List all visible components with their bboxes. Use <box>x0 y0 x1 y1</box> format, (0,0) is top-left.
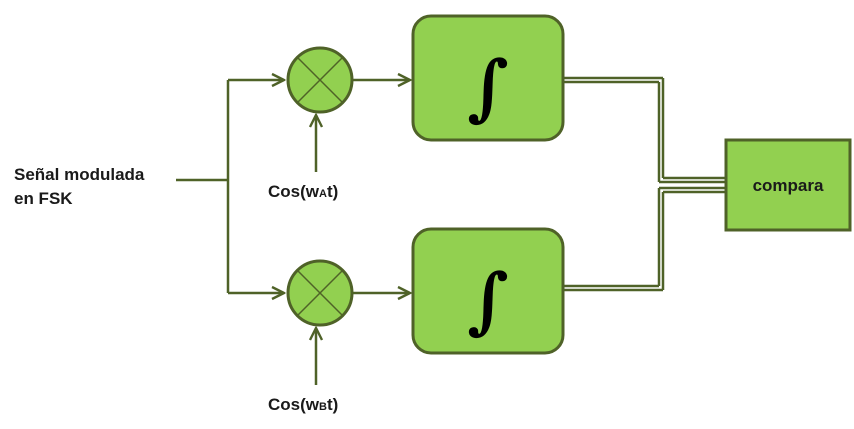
input-label-line2: en FSK <box>14 189 73 208</box>
input-connector <box>176 80 284 293</box>
integral-symbol-bottom: ∫ <box>467 257 509 342</box>
integrator-output-connectors <box>563 76 726 292</box>
integrator-bottom: ∫ <box>411 227 565 355</box>
integrator-top: ∫ <box>411 14 565 142</box>
mixer-to-integrator-connectors <box>353 80 410 293</box>
carrier-top-label: Cos(wAt) <box>268 182 338 201</box>
carrier-bottom-label: Cos(wBt) <box>268 395 338 414</box>
comparator-label: compara <box>753 176 824 195</box>
input-label-line1: Señal modulada <box>14 165 145 184</box>
comparator-block: compara <box>724 138 852 232</box>
integral-symbol-top: ∫ <box>467 44 509 129</box>
mixer-top <box>286 46 354 114</box>
mixer-bottom <box>286 259 354 327</box>
